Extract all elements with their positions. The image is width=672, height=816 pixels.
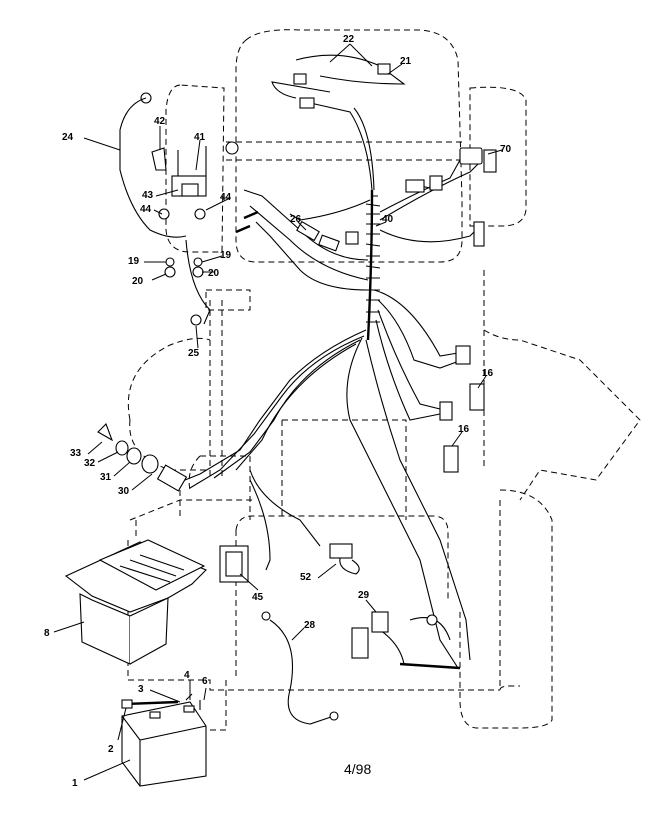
battery-box: [64, 539, 207, 665]
callout-19-left: 19: [128, 256, 140, 267]
callout-25: 25: [188, 348, 200, 359]
callout-2: 2: [108, 744, 114, 755]
revision-date: 4/98: [344, 761, 371, 777]
leader-lines: [53, 43, 503, 781]
callout-45: 45: [252, 592, 264, 603]
callout-70: 70: [500, 144, 512, 155]
callout-30: 30: [118, 486, 130, 497]
callout-32: 32: [84, 458, 96, 469]
callout-42: 42: [154, 116, 166, 127]
callout-31: 31: [100, 472, 112, 483]
callout-28: 28: [304, 620, 316, 631]
callout-52: 52: [300, 572, 312, 583]
callout-4: 4: [184, 670, 190, 681]
callout-21: 21: [400, 56, 412, 67]
callout-26: 26: [290, 214, 302, 225]
callout-24: 24: [62, 132, 74, 143]
callout-19-right: 19: [220, 250, 232, 261]
callout-22: 22: [343, 34, 355, 45]
callout-44-right: 44: [220, 192, 232, 203]
callout-labels: 22 21 24 42 41 43 44 44 26 40 70 19 19 2…: [44, 34, 512, 789]
callout-41: 41: [194, 132, 206, 143]
callout-20-left: 20: [132, 276, 144, 287]
callout-16-lower: 16: [458, 424, 470, 435]
callout-8: 8: [44, 628, 50, 639]
battery: [121, 701, 207, 787]
callout-16-upper: 16: [482, 368, 494, 379]
callout-6: 6: [202, 676, 208, 687]
callout-44-left: 44: [140, 204, 152, 215]
callout-33: 33: [70, 448, 82, 459]
callout-43: 43: [142, 190, 154, 201]
callout-29: 29: [358, 590, 370, 601]
callout-3: 3: [138, 684, 144, 695]
callout-1: 1: [72, 778, 78, 789]
callout-20-right: 20: [208, 268, 220, 279]
battery-cables: [121, 693, 201, 710]
callout-40: 40: [382, 214, 394, 225]
main-harness: [179, 54, 481, 670]
